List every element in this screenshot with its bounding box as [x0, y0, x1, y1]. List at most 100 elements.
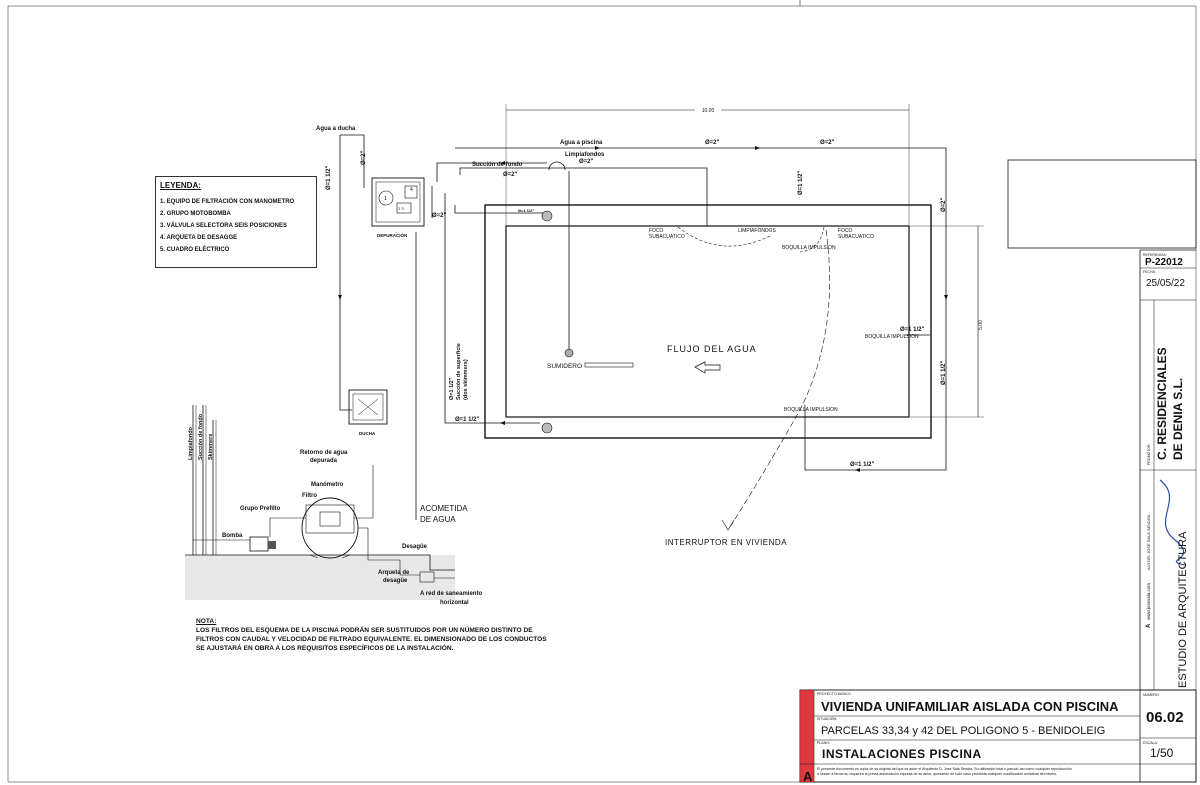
dim-right-text: 5.00 [978, 320, 984, 330]
label-desague: Desagüe [402, 544, 428, 550]
ducha-icon [348, 389, 388, 425]
web-text: www.josesala.com [1146, 583, 1151, 620]
label-red-1: A red de saneamiento [420, 591, 482, 597]
label-vert-limpia: Limpiafondo [188, 426, 194, 460]
note-block: NOTA: LOS FILTROS DEL ESQUEMA DE LA PISC… [196, 617, 576, 653]
label-d2-vert-a: Ø=2" [361, 150, 367, 165]
note-line: LOS FILTROS DEL ESQUEMA DE LA PISCINA PO… [196, 627, 533, 634]
fecha-value: 25/05/22 [1146, 278, 1185, 289]
skimmer-icon [541, 422, 553, 434]
bottom-title-block [799, 689, 1197, 783]
label-limpiafondos: Limpiafondos [565, 152, 605, 158]
label-boquilla-a: BOQUILLA IMPULSION [782, 245, 836, 251]
label-filtro: Filtro [302, 493, 317, 499]
ref-label: REFERENCIA: [1143, 253, 1167, 257]
proyecto-label: PROYECTO BASICO [817, 692, 851, 696]
label-d2-vert-b: Ø=2" [941, 197, 947, 212]
label-vert-succion: Succión de fondo [198, 413, 204, 460]
label-red-2: horizontal [440, 600, 469, 606]
ref-value: P-22012 [1145, 257, 1183, 268]
label-d2-e: Ø=2" [432, 213, 447, 219]
note-title: NOTA: [196, 618, 217, 625]
label-d2-d: Ø=2" [820, 140, 835, 146]
legend-title: LEYENDA: [160, 181, 201, 190]
label-limpiafondos-cap: LIMPIAFONDOS [738, 228, 776, 234]
dimension-right: 5.00 [910, 225, 984, 418]
label-d2-b: Ø=2" [503, 172, 518, 178]
label-foco-a2: SUBACUATICO [649, 234, 685, 240]
escala-value: 1/50 [1150, 746, 1174, 760]
label-interruptor: INTERRUPTOR EN VIVIENDA [665, 538, 787, 547]
label-ducha: DUCHA [359, 431, 376, 436]
label-acometida-2: DE AGUA [420, 515, 456, 524]
flow-arrows [338, 146, 948, 472]
label-d112-vert-b: Ø=1 1/2" [798, 170, 804, 195]
pool-inner [505, 225, 910, 418]
promotor-value-2: DE DENIA S.L. [1171, 378, 1185, 460]
label-d2-a: Ø=2" [579, 159, 594, 165]
label-succion-sup-1: Succión de superficie [456, 343, 462, 400]
label-flujo: FLUJO DEL AGUA [667, 344, 757, 354]
label-foco-a1: FOCO [649, 228, 664, 234]
flow-direction-icon [694, 361, 721, 374]
legend-item: 4. ARQUETA DE DESAGGE [160, 235, 238, 241]
sheet-frame [7, 5, 1197, 783]
note-line: SE AJUSTARÁ EN OBRA A LOS REQUISITOS ESP… [196, 645, 454, 652]
legend-item: 3. VÁLVULA SELECTORA SEIS POSICIONES [160, 223, 288, 229]
label-d112-b: Ø=1 1/2" [850, 462, 875, 468]
numero-label: NUMERO: [1143, 693, 1160, 697]
equipment-section [185, 405, 455, 600]
legend-item: 1. EQUIPO DE FILTRACIÓN CON MANOMETRO [160, 199, 295, 205]
fecha-label: FECHA: [1143, 270, 1156, 274]
piping [339, 134, 947, 520]
label-d2-c: Ø=2" [705, 140, 720, 146]
svg-text:4: 4 [410, 187, 413, 193]
label-d112-vert-d: Ø=1 1/2" [449, 377, 455, 400]
promotor-label: PROMOTOR: [1147, 443, 1151, 465]
label-succion-fondo: Succión de fondo [472, 162, 523, 168]
strip-letter: A [1146, 623, 1152, 628]
label-d112-vert-c: Ø=1 1/2" [941, 360, 947, 385]
label-arqueta-2: desagüe [383, 578, 408, 584]
proyecto-value: VIVIENDA UNIFAMILIAR AISLADA CON PISCINA [821, 699, 1119, 714]
electrical-line [727, 229, 830, 531]
situacion-label: SITUACIÓN: [817, 716, 837, 721]
sumidero-icon [564, 348, 574, 358]
label-sumidero: SUMIDERO [547, 363, 582, 370]
label-d112-a: Ø=1 1/2" [455, 417, 480, 423]
note-line: FILTROS CON CAUDAL Y VELOCIDAD DE FILTRA… [196, 636, 547, 643]
footer-line-1: El presente documento es copia de su ori… [817, 767, 1072, 771]
legend-item: 5. CUADRO ELÉCTRICO [160, 247, 230, 253]
label-grupo-prefilto: Grupo Prefilto [240, 506, 281, 512]
pool-outer [484, 204, 932, 439]
situacion-value: PARCELAS 33,34 y 42 DEL POLIGONO 5 - BEN… [821, 725, 1105, 737]
promotor-value-1: C. RESIDENCIALES [1155, 347, 1169, 460]
escala-label: ESCALA: [1143, 741, 1158, 745]
label-boquilla-b: BOQUILLA IMPULSION [865, 334, 919, 340]
signature-image [1159, 479, 1186, 566]
footer-line-2: o cesión a terceros, requerirá la previa… [817, 772, 1057, 776]
label-boquilla-c: BOQUILLA IMPULSION [784, 407, 838, 413]
svg-text:2 3: 2 3 [398, 206, 404, 211]
label-agua-piscina: Agua a piscina [560, 140, 603, 146]
legend-item: 2. GRUPO MOTOBOMBA [160, 211, 231, 217]
label-arqueta-1: Arqueta de [378, 570, 410, 576]
label-retorno-2: depurada [310, 458, 338, 464]
dimension-top: 10.00 [505, 104, 910, 230]
label-foco-b2: SUBACUATICO [838, 234, 874, 240]
depuracion-equipment: 1 4 2 3 [371, 177, 425, 227]
label-bomba: Bomba [222, 533, 243, 539]
label-retorno-1: Retorno de agua [300, 450, 348, 456]
autor-label: AUTOR: JOSE SALA SENDRA [1146, 514, 1151, 570]
label-manometro: Manómetro [311, 482, 344, 488]
label-d112-small: Ø=1 1/2" [518, 208, 534, 213]
dim-top-text: 10.00 [702, 108, 715, 114]
numero-value: 06.02 [1146, 709, 1184, 726]
label-succion-sup-2: (dos skimmers) [463, 359, 469, 400]
plano-label: PLANO: [817, 741, 830, 745]
plano-value: INSTALACIONES PISCINA [822, 747, 982, 761]
limpiafondos-icon [548, 161, 566, 171]
pool [484, 204, 932, 439]
label-depuracion: DEPURACIÓN [377, 231, 407, 238]
